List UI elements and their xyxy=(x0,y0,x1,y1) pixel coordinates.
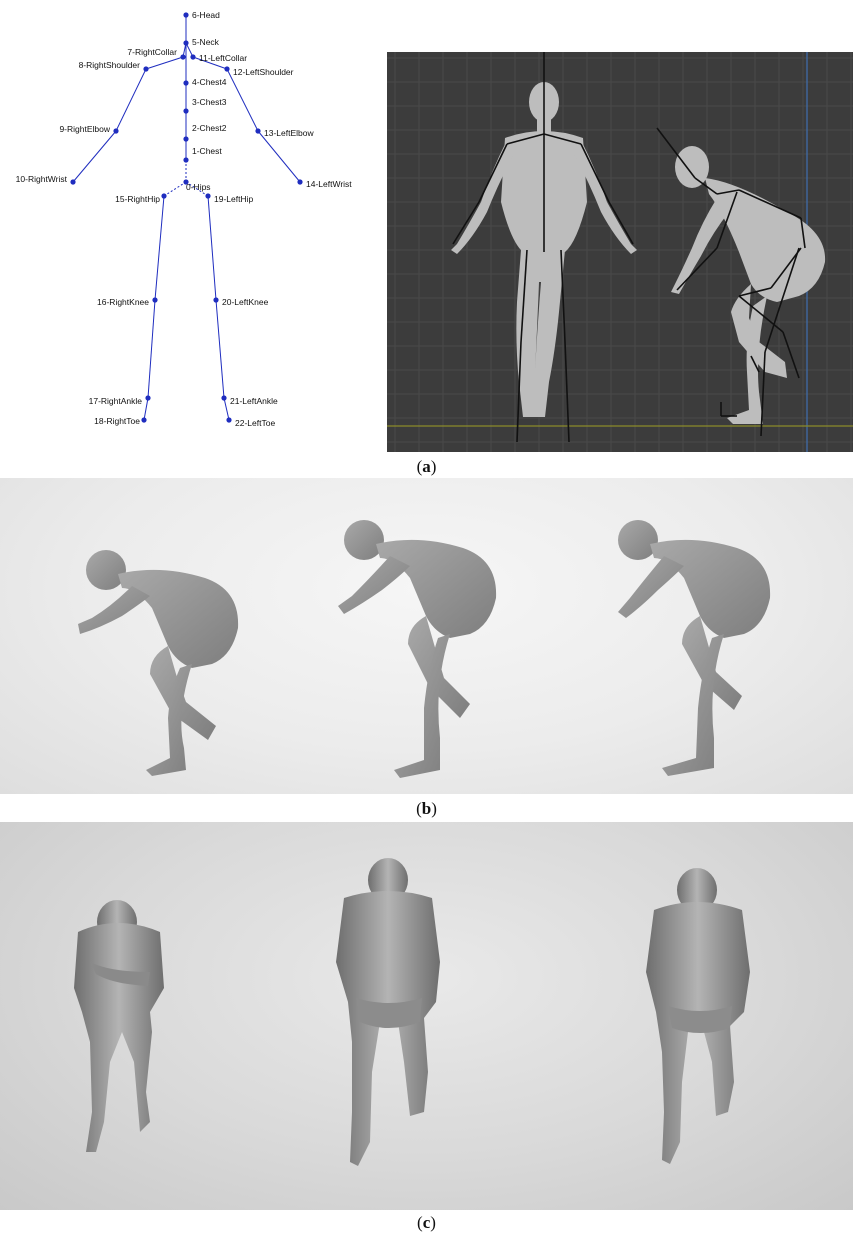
joint-right_hip xyxy=(161,193,166,198)
joint-left_knee xyxy=(213,297,218,302)
joint-left_hip xyxy=(205,193,210,198)
joint-label-neck: 5-Neck xyxy=(192,37,220,47)
front-figure-3 xyxy=(646,868,750,1164)
rig-viewport xyxy=(387,52,853,452)
front-figure-2 xyxy=(336,858,440,1166)
caption-b: (b) xyxy=(0,799,853,819)
joint-right_ankle xyxy=(145,395,150,400)
joint-label-chest4: 4-Chest4 xyxy=(192,77,227,87)
bone-left_knee-left_ankle xyxy=(216,300,224,398)
joint-right_wrist xyxy=(70,179,75,184)
joint-chest xyxy=(183,157,188,162)
joint-label-left_toe: 22-LeftToe xyxy=(235,418,275,428)
bone-right_knee-right_ankle xyxy=(148,300,155,398)
joint-label-left_ankle: 21-LeftAnkle xyxy=(230,396,278,406)
joint-label-right_collar: 7-RightCollar xyxy=(127,47,177,57)
joint-label-left_wrist: 14-LeftWrist xyxy=(306,179,352,189)
joint-label-head: 6-Head xyxy=(192,10,220,20)
joint-right_collar xyxy=(180,54,185,59)
joint-left_ankle xyxy=(221,395,226,400)
joint-label-chest2: 2-Chest2 xyxy=(192,123,227,133)
bent-figure xyxy=(671,146,825,424)
joint-label-right_shoulder: 8-RightShoulder xyxy=(79,60,141,70)
caption-a: (a) xyxy=(0,457,853,477)
front-figure-1 xyxy=(74,900,164,1152)
rig-viewport-canvas xyxy=(387,52,853,452)
joint-label-right_toe: 18-RightToe xyxy=(94,416,140,426)
bone-left_ankle-left_toe xyxy=(224,398,229,420)
side-view-renders-canvas xyxy=(0,478,853,794)
joint-right_elbow xyxy=(113,128,118,133)
joint-left_wrist xyxy=(297,179,302,184)
joint-left_collar xyxy=(190,54,195,59)
bone-left_shoulder-left_elbow xyxy=(227,69,258,131)
bone-left_elbow-left_wrist xyxy=(258,131,300,182)
bone-hips-right_hip xyxy=(164,182,186,196)
caption-c: (c) xyxy=(0,1213,853,1233)
skeleton-diagram: 6-Head 5-Neck 7-RightCollar 11-LeftCollar 8-… xyxy=(0,0,387,452)
joint-label-right_wrist: 10-RightWrist xyxy=(16,174,68,184)
joint-label-left_hip: 19-LeftHip xyxy=(214,194,253,204)
front-view-renders-canvas xyxy=(0,822,853,1210)
bone-right_shoulder-right_elbow xyxy=(116,69,146,131)
side-figure-1 xyxy=(78,550,238,776)
joint-right_shoulder xyxy=(143,66,148,71)
joint-label-right_ankle: 17-RightAnkle xyxy=(89,396,143,406)
joint-chest3 xyxy=(183,108,188,113)
joint-head xyxy=(183,12,188,17)
joint-label-left_shoulder: 12-LeftShoulder xyxy=(233,67,294,77)
joint-label-right_knee: 16-RightKnee xyxy=(97,297,149,307)
joint-right_toe xyxy=(141,417,146,422)
joint-label-chest3: 3-Chest3 xyxy=(192,97,227,107)
joint-left_elbow xyxy=(255,128,260,133)
front-view-renders xyxy=(0,822,853,1210)
joint-left_toe xyxy=(226,417,231,422)
bone-right_collar-right_shoulder xyxy=(146,57,183,69)
side-figure-3 xyxy=(618,520,770,776)
bone-right_hip-right_knee xyxy=(155,196,164,300)
skeleton-labels: 6-Head 5-Neck 7-RightCollar 11-LeftCollar 8-… xyxy=(16,10,353,428)
side-figure-2 xyxy=(338,520,496,778)
joint-label-hips: 0-Hips xyxy=(186,182,211,192)
side-view-renders xyxy=(0,478,853,794)
joint-label-left_elbow: 13-LeftElbow xyxy=(264,128,314,138)
joint-label-left_collar: 11-LeftCollar xyxy=(199,53,247,63)
joint-left_shoulder xyxy=(224,66,229,71)
joint-chest2 xyxy=(183,136,188,141)
joint-label-right_elbow: 9-RightElbow xyxy=(59,124,110,134)
joint-chest4 xyxy=(183,80,188,85)
bone-right_ankle-right_toe xyxy=(144,398,148,420)
bone-left_hip-left_knee xyxy=(208,196,216,300)
joint-label-right_hip: 15-RightHip xyxy=(115,194,160,204)
joint-right_knee xyxy=(152,297,157,302)
joint-label-chest: 1-Chest xyxy=(192,146,222,156)
joint-neck xyxy=(183,40,188,45)
bone-right_elbow-right_wrist xyxy=(73,131,116,182)
joint-label-left_knee: 20-LeftKnee xyxy=(222,297,269,307)
